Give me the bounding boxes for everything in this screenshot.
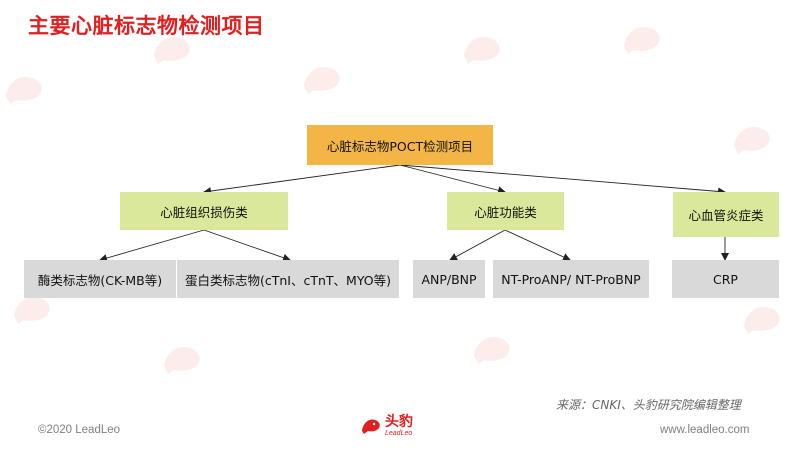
item-node-ntproanp-ntprobnp: NT-ProANP/ NT-ProBNP xyxy=(493,260,649,298)
connector-category-2-to-item-3 xyxy=(449,229,506,261)
category-node-tissue-damage: 心脏组织损伤类 xyxy=(120,192,288,230)
watermark-logo-icon xyxy=(6,76,42,104)
item-node-crp: CRP xyxy=(672,260,779,298)
connector-root-to-category-3 xyxy=(399,164,726,196)
connector-root-to-category-1 xyxy=(203,164,401,196)
website-text: www.leadleo.com xyxy=(660,424,750,436)
logo-english-text: LeadLeo xyxy=(385,430,413,437)
watermark-logo-icon xyxy=(624,26,660,54)
item-node-anp-bnp: ANP/BNP xyxy=(413,260,485,298)
watermark-logo-icon xyxy=(464,36,500,64)
category-node-cardiac-function: 心脏功能类 xyxy=(447,192,564,230)
connector-category-1-to-item-2 xyxy=(203,229,291,262)
category-node-inflammation: 心血管炎症类 xyxy=(673,192,779,237)
connector-root-to-category-2 xyxy=(399,164,506,195)
connector-category-1-to-item-1 xyxy=(99,229,205,262)
item-node-enzyme-markers: 酶类标志物(CK-MB等) xyxy=(24,260,176,298)
page-title: 主要心脏标志物检测项目 xyxy=(28,14,265,38)
watermark-logo-icon xyxy=(154,36,190,64)
watermark-logo-icon xyxy=(474,336,510,364)
logo-chinese-text: 头豹 xyxy=(385,414,413,430)
watermark-logo-icon xyxy=(304,66,340,94)
watermark-logo-icon xyxy=(164,346,200,374)
footer-logo: 头豹 LeadLeo xyxy=(360,415,413,437)
copyright-text: ©2020 LeadLeo xyxy=(38,424,121,436)
watermark-logo-icon xyxy=(734,126,770,154)
item-node-protein-markers: 蛋白类标志物(cTnI、cTnT、MYO等) xyxy=(177,260,399,298)
connector-category-2-to-item-4 xyxy=(504,229,571,261)
watermark-logo-icon xyxy=(14,296,50,324)
watermark-logo-icon xyxy=(744,306,780,334)
root-node: 心脏标志物POCT检测项目 xyxy=(307,125,493,165)
leopard-logo-icon xyxy=(362,419,380,434)
source-note: 来源：CNKI、头豹研究院编辑整理 xyxy=(556,398,741,412)
